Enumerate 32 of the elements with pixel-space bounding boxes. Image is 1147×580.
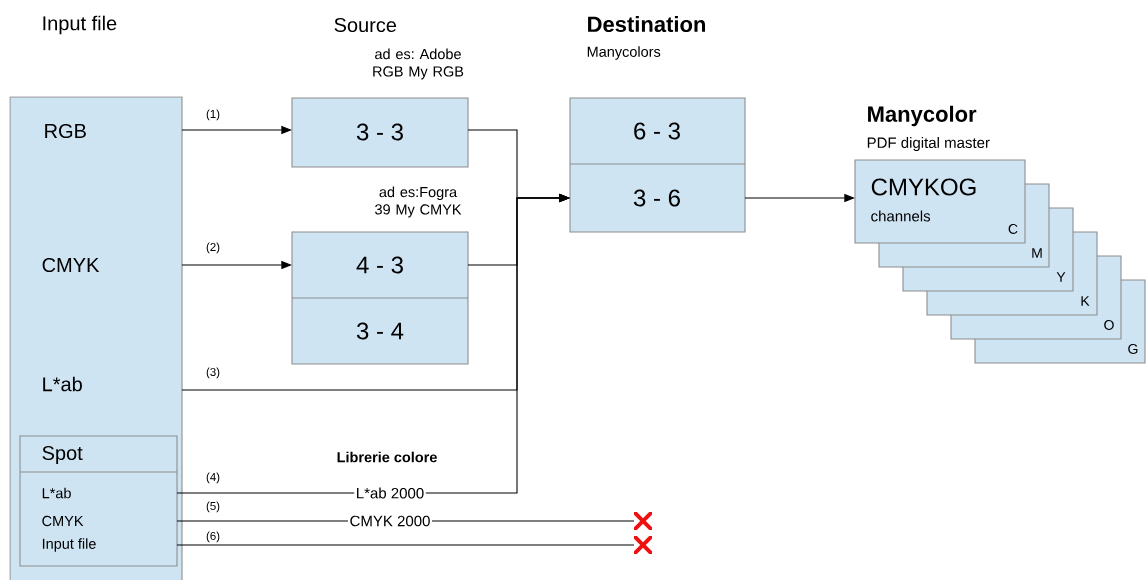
heading: Destination	[588, 15, 705, 33]
edge-label: (3)	[204, 366, 222, 380]
process-box: 4 - 3 3 - 4	[291, 231, 469, 365]
node-label: L*ab	[43, 376, 82, 392]
cross-mark	[634, 512, 652, 530]
heading: PDF digital master	[867, 137, 990, 151]
cross-mark	[634, 536, 652, 554]
heading: Librerie colore	[337, 451, 437, 463]
process-box: 6 - 3 3 - 6	[569, 97, 746, 233]
heading: Manycolors	[587, 46, 661, 60]
format-label: L*ab 2000	[357, 487, 424, 499]
node-label: RGB	[45, 123, 86, 139]
edge-label: (4)	[204, 471, 222, 485]
edge-label: (2)	[204, 241, 222, 255]
heading: Source	[334, 17, 397, 33]
card-stack-drawing: G O K Y M C CMYKOG channels	[854, 159, 1146, 364]
process-box: 3 - 3	[291, 97, 469, 168]
node-label: CMYK	[42, 257, 100, 273]
connector-line	[176, 520, 349, 522]
annotation-text: ad es: Adobe RGB My RGB	[373, 48, 464, 80]
connector-line	[431, 520, 635, 522]
heading: Manycolor	[868, 105, 977, 127]
edge-label: (1)	[204, 108, 222, 122]
format-label: CMYK 2000	[350, 515, 430, 527]
arrow	[425, 193, 570, 494]
edge-label: (5)	[204, 500, 222, 514]
spot-box: Spot L*ab CMYK Input file	[19, 435, 178, 567]
heading: Input file	[43, 15, 117, 35]
edge-label: (6)	[204, 530, 222, 544]
connector-line	[176, 492, 355, 494]
annotation-text: ad es:Fogra 39 My CMYK	[375, 186, 462, 218]
connector-line	[176, 544, 635, 546]
